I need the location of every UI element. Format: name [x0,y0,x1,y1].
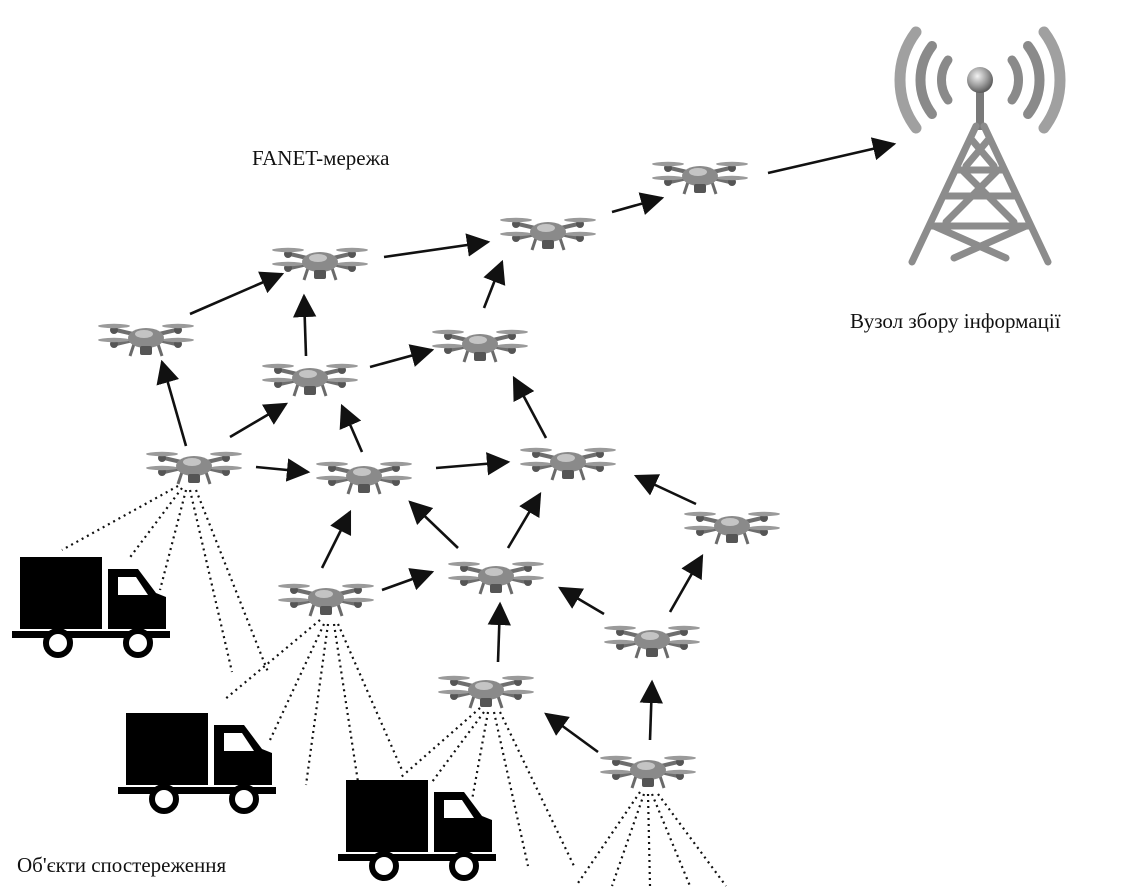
arrow [611,192,665,215]
arrow [512,375,548,439]
arrow [639,679,663,741]
arrow [482,259,506,309]
arrows [156,137,897,754]
drone-icon [682,509,782,546]
drone-icon [518,445,618,482]
drone-icon [602,623,702,660]
truck-icon [118,713,276,811]
drone-icon [96,321,196,358]
network-label: FANET-мережа [252,146,390,170]
drone-icon [144,449,244,486]
drone-icon [260,361,360,398]
arrow [383,233,491,259]
arrow [369,344,435,369]
arrow [506,491,542,549]
observation-lines [61,485,727,887]
drone-icon [430,327,530,364]
arrow [229,402,289,439]
arrow [435,452,511,476]
truck-icon [12,557,170,655]
drone-icon [314,459,414,496]
arrow [557,586,605,616]
arrow [189,271,285,316]
drone-icon [650,159,750,196]
drone-icon [446,559,546,596]
observed-objects-label: Об'єкти спостереження [17,853,227,877]
drone-icon [270,245,370,282]
arrow [767,137,897,175]
drone-icon [598,753,698,790]
arrow [381,568,435,592]
radio-tower-icon [894,26,1066,266]
arrow [668,553,704,613]
drones [96,159,782,790]
arrow [633,474,697,506]
arrow [156,359,188,447]
arrow [487,601,511,663]
arrow [408,500,459,549]
arrow [339,403,364,453]
drone-icon [498,215,598,252]
trucks [12,557,496,878]
drone-icon [276,581,376,618]
drone-icon [436,673,536,710]
collector-node-label: Вузол збору інформації [850,309,1061,333]
arrow [320,509,352,569]
arrow [255,458,311,482]
arrow [293,293,317,357]
arrow [544,712,599,754]
